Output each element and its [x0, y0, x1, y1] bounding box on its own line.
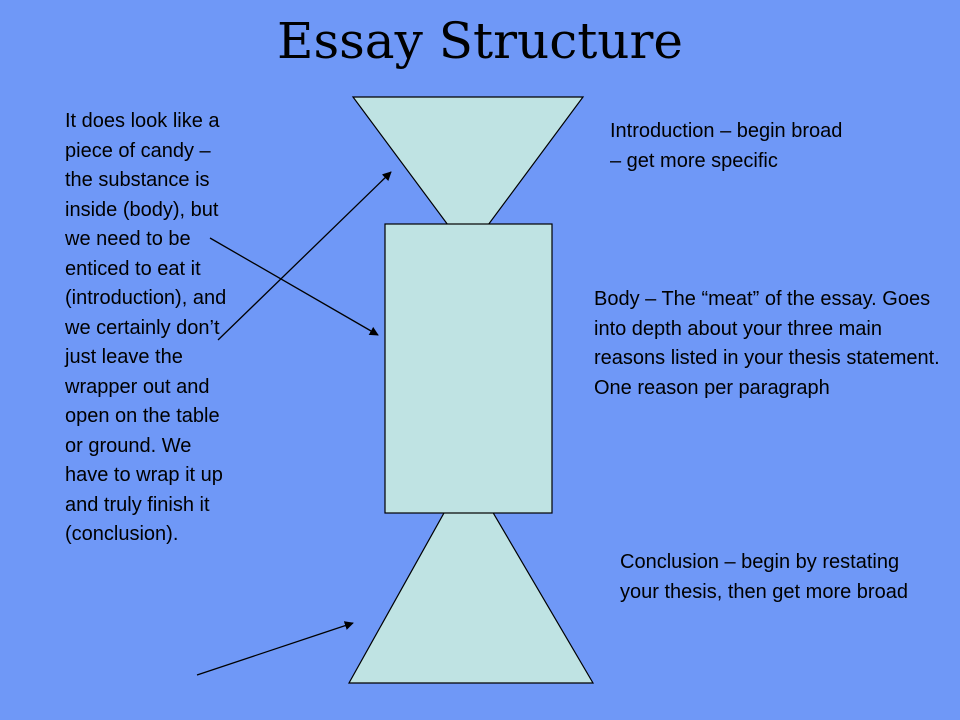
conclusion-triangle	[347, 468, 595, 684]
body-label: Body – The “meat” of the essay. Goes int…	[594, 288, 940, 399]
candy-analogy-text: It does look like a piece of candy – the…	[65, 110, 227, 545]
conclusion-label: Conclusion – begin by restating your the…	[620, 551, 908, 603]
body-rectangle	[384, 223, 553, 514]
arrow-to-body	[209, 237, 379, 336]
arrow-to-introduction	[217, 171, 392, 341]
arrow-to-conclusion	[196, 621, 354, 676]
introduction-triangle	[351, 96, 585, 254]
introduction-label: Introduction – begin broad – get more sp…	[610, 120, 843, 172]
slide-title: Essay Structure	[276, 12, 683, 70]
